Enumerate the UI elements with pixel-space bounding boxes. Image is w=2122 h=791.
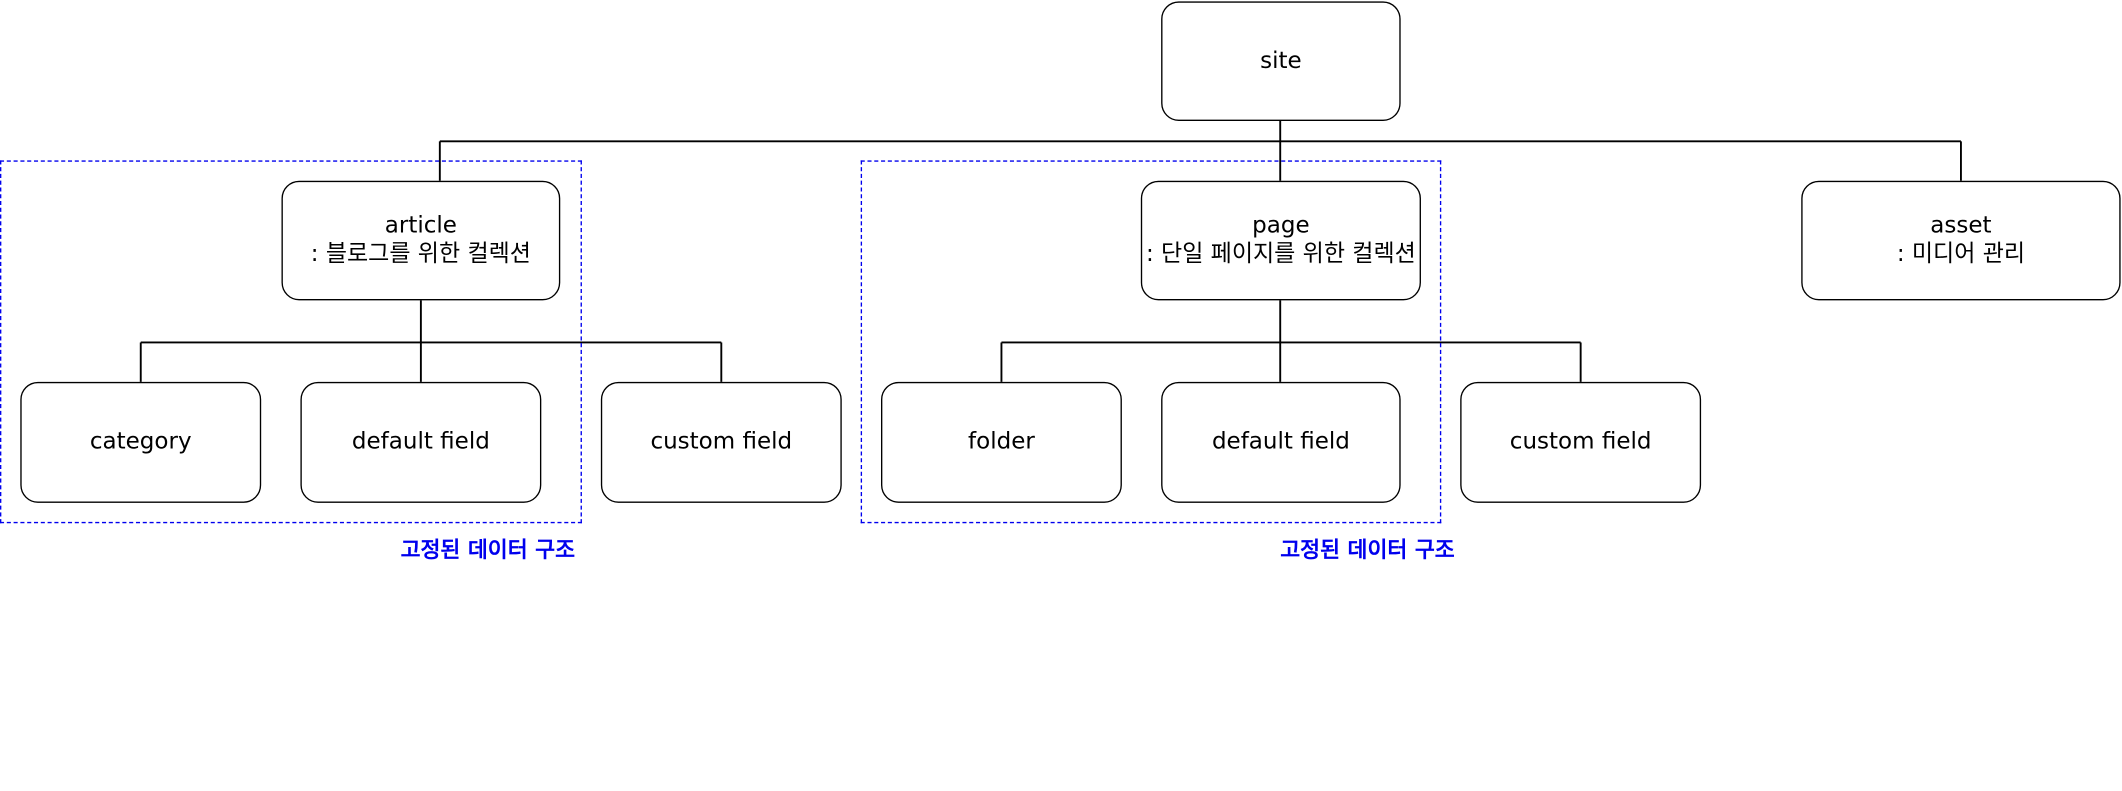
article-node-label: article [384, 212, 457, 240]
page-node[interactable]: page : 단일 페이지를 위한 컬렉션 [1140, 180, 1421, 301]
page-default-field-label: default field [1211, 428, 1350, 456]
article-custom-field-node[interactable]: custom field [600, 381, 842, 503]
article-fixed-structure-group [0, 160, 582, 524]
connector-lines [139, 120, 1962, 382]
site-node[interactable]: site [1161, 1, 1401, 121]
page-node-description: : 단일 페이지를 위한 컬렉션 [1145, 240, 1416, 268]
article-node-description: : 블로그를 위한 컬렉션 [310, 240, 531, 268]
site-node-label: site [1260, 46, 1302, 75]
page-fixed-structure-group [860, 160, 1442, 524]
article-category-node[interactable]: category [20, 381, 262, 503]
page-custom-field-label: custom field [1509, 428, 1652, 456]
article-custom-field-label: custom field [650, 428, 793, 456]
article-default-field-node[interactable]: default field [300, 381, 542, 503]
article-node[interactable]: article : 블로그를 위한 컬렉션 [281, 180, 561, 301]
page-folder-node[interactable]: folder [880, 381, 1122, 503]
page-custom-field-node[interactable]: custom field [1460, 381, 1702, 503]
article-group-label: 고정된 데이터 구조 [400, 536, 576, 563]
asset-node[interactable]: asset : 미디어 관리 [1801, 180, 2121, 301]
page-group-label: 고정된 데이터 구조 [1280, 536, 1455, 563]
asset-node-label: asset [1930, 212, 1992, 240]
page-node-label: page [1252, 212, 1310, 240]
page-default-field-node[interactable]: default field [1161, 381, 1401, 503]
page-folder-label: folder [968, 428, 1035, 456]
article-default-field-label: default field [351, 428, 490, 456]
asset-node-description: : 미디어 관리 [1896, 240, 2026, 268]
article-category-label: category [89, 428, 192, 456]
